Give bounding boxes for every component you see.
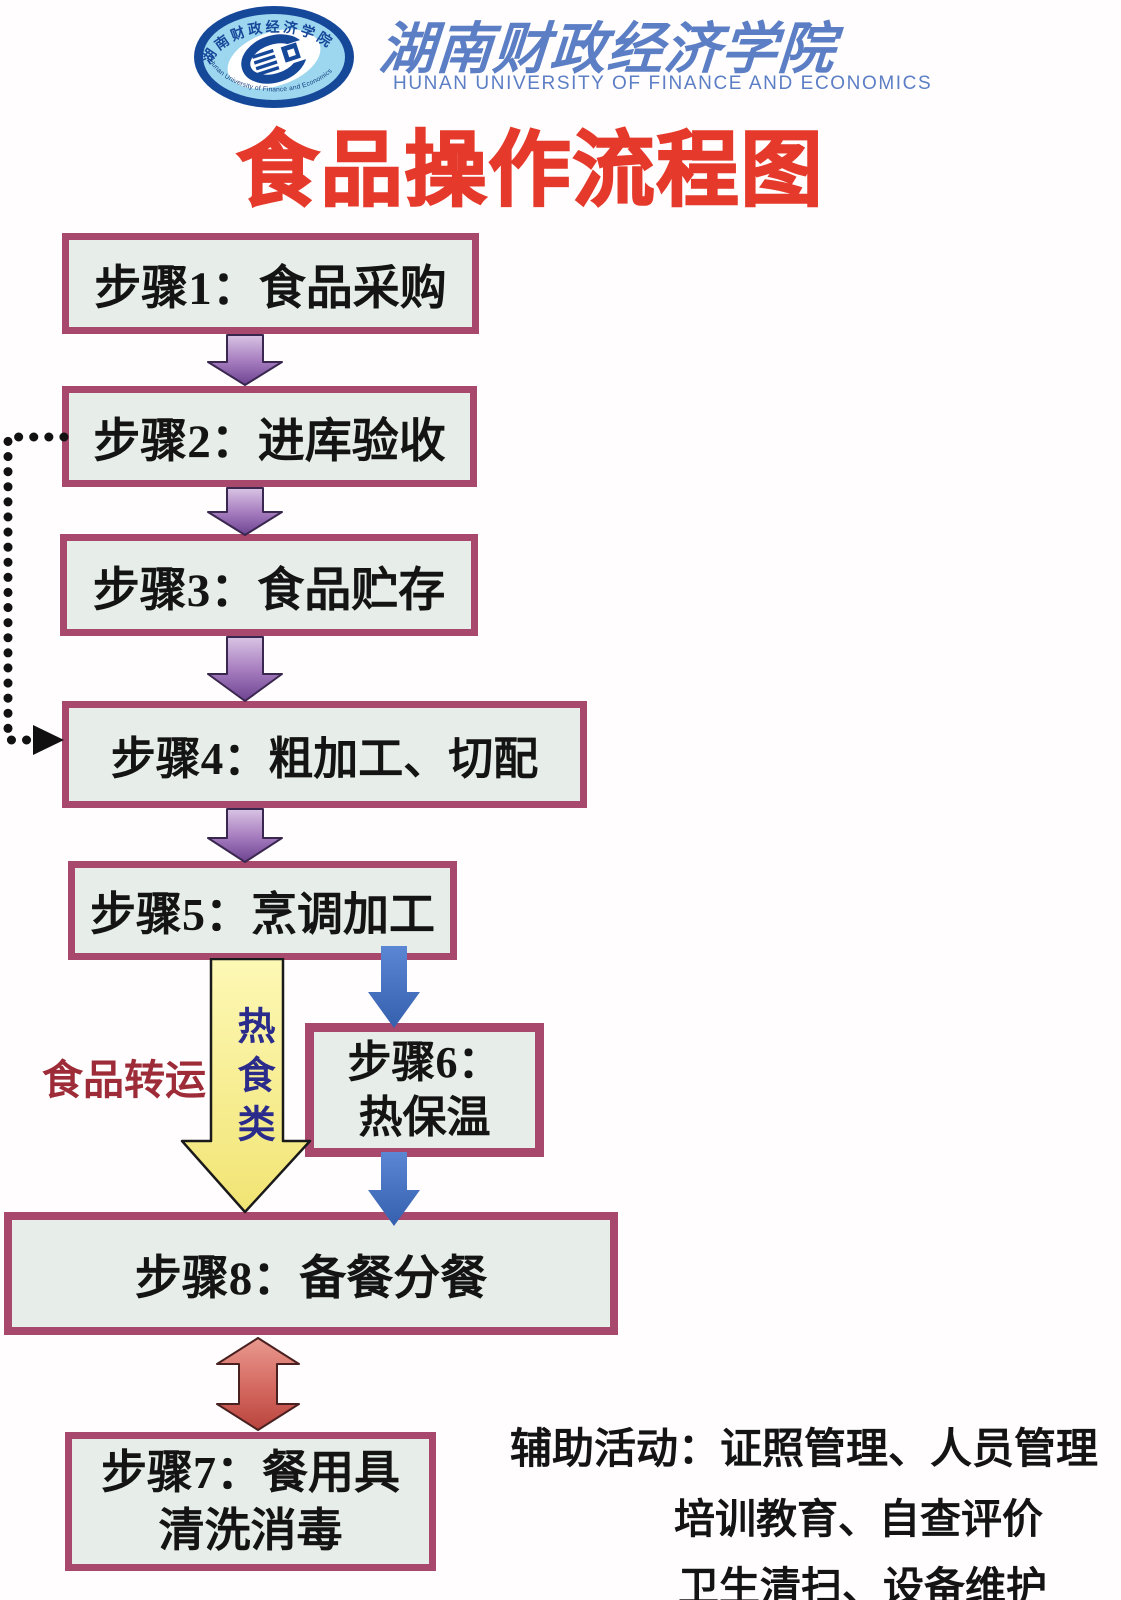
university-name-cn: 湖南财政经济学院 — [376, 19, 838, 81]
arrow-step3-to-step4-icon — [207, 636, 283, 702]
flow-step-8-box: 步骤8：备餐分餐 — [4, 1212, 618, 1335]
arrow-step4-to-step5-icon — [207, 808, 283, 863]
flow-step-2-box: 步骤2：进库验收 — [62, 386, 477, 487]
arrow-step6-to-step8-icon — [368, 1152, 420, 1226]
step3-label: 步骤3：食品贮存 — [92, 564, 446, 617]
step5-label: 步骤5：烹调加工 — [90, 888, 435, 940]
hot-food-category-label: 热食类 — [231, 1006, 273, 1153]
arrow-step5-to-step6-icon — [368, 946, 420, 1028]
step6-label-line2: 热保温 — [358, 1093, 491, 1142]
step6-label-line1: 步骤6： — [347, 1038, 502, 1087]
double-arrow-step8-step7-icon — [216, 1337, 300, 1431]
step2-label: 步骤2：进库验收 — [93, 416, 446, 468]
step4-label: 步骤4：粗加工、切配 — [110, 734, 539, 784]
flow-step-1-box: 步骤1：食品采购 — [62, 233, 479, 334]
step1-label: 步骤1：食品采购 — [94, 263, 447, 315]
flow-step-6-box: 步骤6： 热保温 — [305, 1023, 544, 1157]
auxiliary-line-2: 培训教育、自查评价 — [674, 1496, 1043, 1542]
flow-step-4-box: 步骤4：粗加工、切配 — [62, 701, 587, 808]
university-logo: 湖南财政经济学院 Hunan University of Finance and… — [194, 6, 354, 108]
logo-emblem-icon — [241, 34, 310, 84]
flow-step-3-box: 步骤3：食品贮存 — [60, 534, 478, 636]
auxiliary-line-1: 辅助活动：证照管理、人员管理 — [510, 1427, 1099, 1473]
university-name-en: HUNAN UNIVERSITY OF FINANCE AND ECONOMIC… — [393, 73, 933, 94]
dotted-connector-step2-to-step4 — [3, 432, 69, 755]
page-title: 食品操作流程图 — [235, 124, 825, 217]
dotted-connector-arrowhead-icon — [33, 725, 64, 755]
arrow-step2-to-step3-icon — [207, 487, 283, 536]
step7-label-line1: 步骤7：餐用具 — [101, 1446, 400, 1498]
yellow-food-transfer-arrow-icon — [180, 958, 312, 1214]
step8-label: 步骤8：备餐分餐 — [134, 1253, 488, 1305]
flow-step-5-box: 步骤5：烹调加工 — [68, 861, 457, 960]
food-transfer-label: 食品转运 — [42, 1057, 206, 1103]
arrow-step1-to-step2-icon — [207, 334, 283, 386]
flow-step-7-box: 步骤7：餐用具 清洗消毒 — [65, 1432, 436, 1571]
auxiliary-line-3: 卫生清扫、设备维护 — [678, 1564, 1047, 1600]
step7-label-line2: 清洗消毒 — [158, 1504, 343, 1556]
